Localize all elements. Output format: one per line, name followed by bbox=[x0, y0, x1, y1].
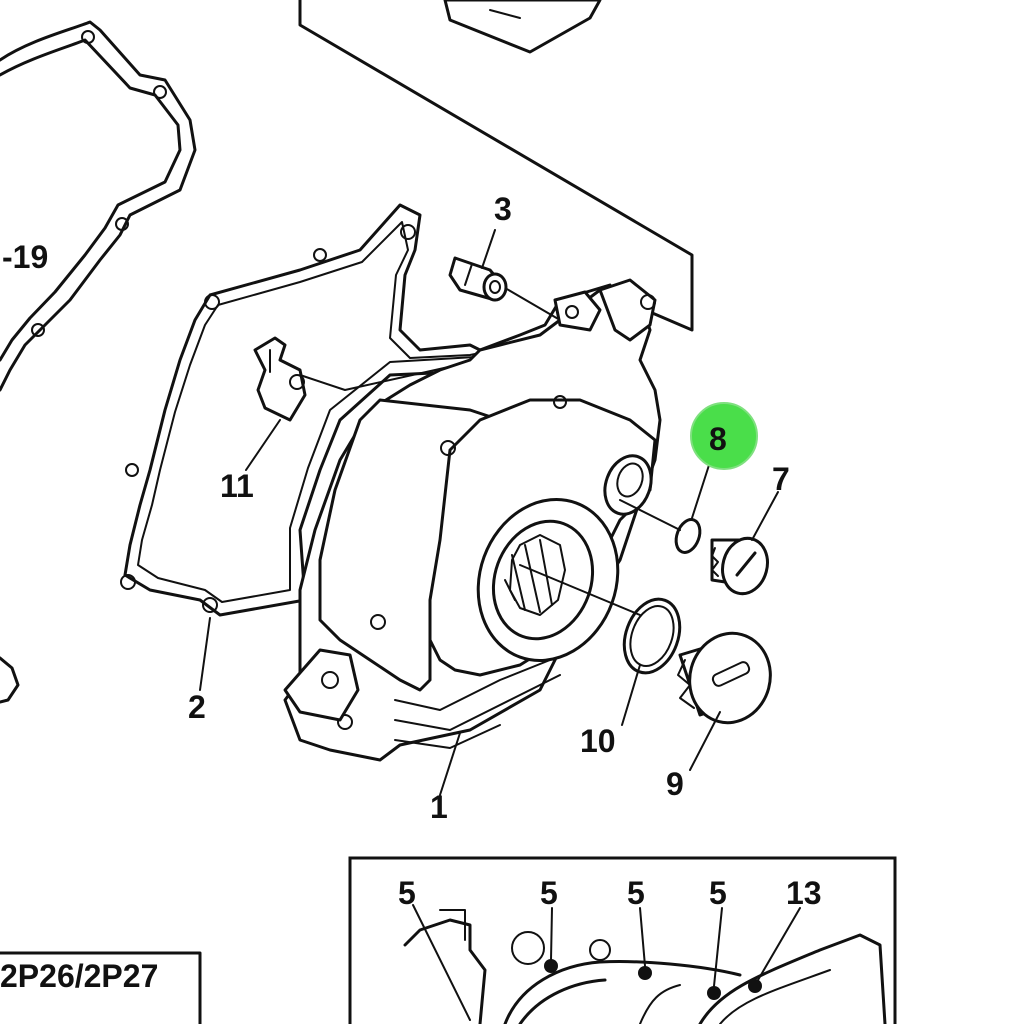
small-o-ring bbox=[674, 518, 702, 554]
callout-3: 3 bbox=[494, 191, 512, 227]
callout-1: 1 bbox=[430, 789, 448, 825]
large-o-ring bbox=[622, 597, 682, 675]
reference-bracket bbox=[298, 0, 694, 332]
inset-callout-3: 5 bbox=[627, 875, 645, 911]
small-plug bbox=[710, 536, 769, 596]
generator-cover bbox=[283, 278, 662, 762]
inset-callout-1: 5 bbox=[398, 875, 416, 911]
model-code-box: 2P26/2P27 bbox=[0, 951, 202, 1024]
detail-inset: 5 5 5 5 13 bbox=[348, 856, 897, 1024]
leader-lines bbox=[199, 229, 779, 796]
large-plug bbox=[677, 631, 772, 725]
inset-callout-13: 13 bbox=[786, 875, 822, 911]
callout-7: 7 bbox=[772, 461, 790, 497]
callout-8: 8 bbox=[709, 421, 727, 457]
crankcase-gasket bbox=[0, 20, 197, 392]
inset-callout-2: 5 bbox=[540, 875, 558, 911]
cable-holder bbox=[253, 336, 307, 422]
callout-9: 9 bbox=[666, 766, 684, 802]
callout-2: 2 bbox=[188, 689, 206, 725]
callout-11: 11 bbox=[220, 468, 254, 504]
callout-10: 10 bbox=[580, 723, 616, 759]
highlight-marker bbox=[690, 402, 758, 470]
callout-19-ref: -19 bbox=[2, 239, 48, 275]
model-code: 2P26/2P27 bbox=[0, 958, 158, 994]
dowel-pin bbox=[448, 256, 508, 302]
callout-labels: 1 2 3 7 8 9 10 11 -19 bbox=[2, 191, 790, 825]
edge-part bbox=[0, 656, 20, 704]
inset-callout-4: 5 bbox=[709, 875, 727, 911]
